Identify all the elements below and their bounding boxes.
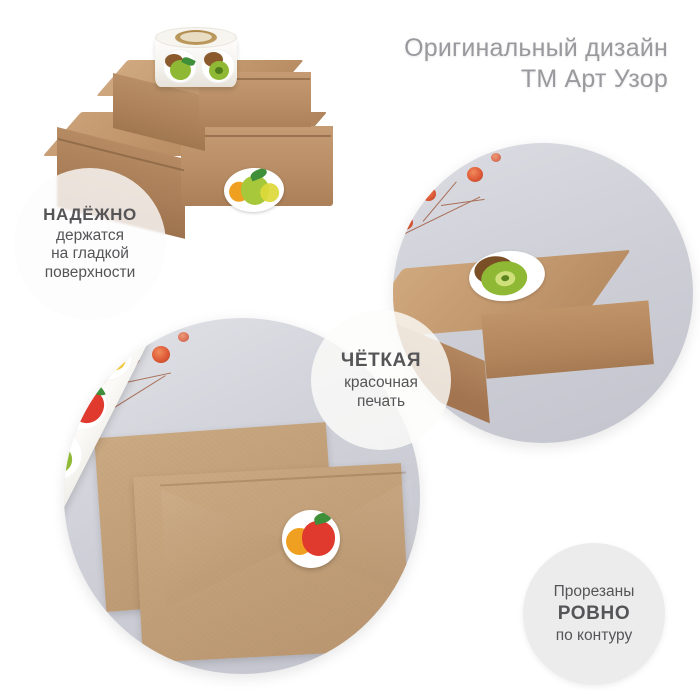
badge-reliable-line-4: поверхности [44,264,136,282]
loose-fruit-sticker [282,510,340,568]
roll-sticker-kiwi-left [163,49,197,83]
roll-sticker-kiwi-right [201,49,235,83]
badge-cut-line-3: по контуру [555,626,633,644]
badge-reliable-line-1: НАДЁЖНО [43,204,137,224]
badge-print-quality: ЧЁТКАЯ красочная печать [311,310,451,450]
scene-stacked-boxes [0,0,360,260]
sticker-roll-core-hole [180,32,212,42]
badge-reliable: НАДЁЖНО держатся на гладкой поверхности [14,168,166,320]
badge-print-line-2: красочная [344,373,418,391]
small-box-seam [200,78,310,80]
badge-print-line-1: ЧЁТКАЯ [340,349,422,371]
photo-box-front [481,300,654,379]
strip-sticker-apple-lemon [64,469,66,540]
badge-reliable-line-2: держатся [55,226,124,244]
headline-line-1: Оригинальный дизайн [404,34,668,62]
large-box-seam-front [183,135,331,137]
page-title: Оригинальный дизайн ТМ Арт Узор [404,33,668,95]
headline-line-2: ТМ Арт Узор [520,65,668,93]
badge-cut-line-1: Прорезаны [553,582,635,600]
badge-reliable-line-3: на гладкой [51,245,129,263]
sticker-roll [155,27,237,89]
badge-cut-line-2: РОВНО [557,603,631,625]
badge-print-line-3: печать [356,392,406,410]
badge-die-cut: Прорезаны РОВНО по контуру [523,543,665,685]
